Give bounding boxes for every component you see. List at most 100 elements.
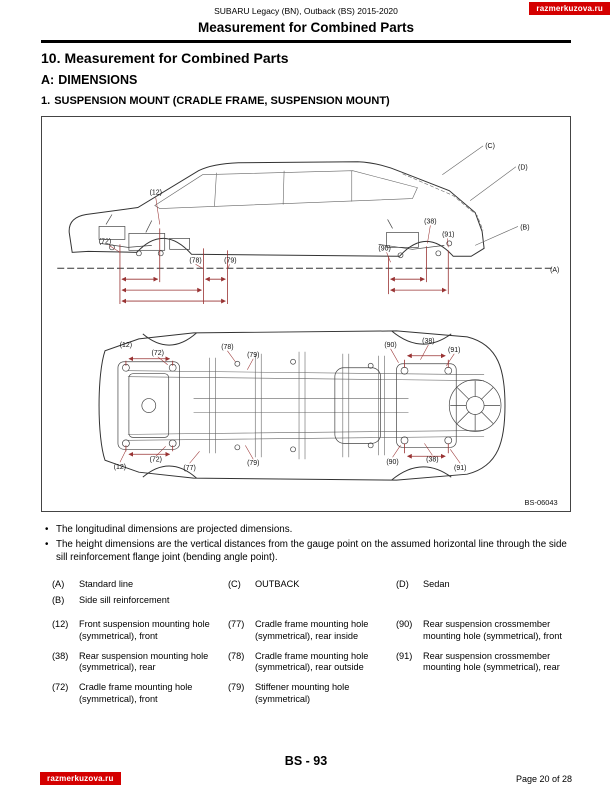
underbody-view-drawing: (12) (72) (78) (79) (90) (38) (91) (12) … (98, 330, 506, 481)
callout-C: (C) (485, 143, 495, 150)
legend-key: (C) (228, 579, 241, 589)
legend-label: Rear suspension crossmember mounting hol… (423, 650, 560, 673)
subsection-letter: A: (41, 73, 55, 87)
spare-tire-well (448, 379, 502, 432)
page-number-info: Page 20 of 28 (515, 774, 572, 784)
legend-label: Rear suspension mounting hole (symmetric… (79, 650, 209, 673)
legend-letters-col-2: (C) OUTBACK (228, 579, 396, 611)
notes-list: • The longitudinal dimensions are projec… (45, 524, 569, 567)
callout-91-top: (91) (448, 347, 460, 354)
callout-91-bottom: (91) (454, 465, 466, 472)
stiffener-holes (234, 358, 374, 453)
wheel-arches (142, 330, 452, 481)
legend-item-D: (D) Sedan (396, 579, 572, 591)
side-view-drawing: (12) (72) (78) (79) (90) (38) (91) (C) (… (57, 143, 559, 305)
watermark-badge-top: razmerkuzova.ru (529, 2, 610, 15)
callout-72-top: (72) (152, 350, 164, 357)
legend-key: (72) (52, 682, 69, 693)
note-item: • The longitudinal dimensions are projec… (45, 524, 569, 537)
legend-item-90: (90) Rear suspension crossmember mountin… (396, 619, 572, 643)
callout-90-top: (90) (384, 342, 396, 349)
figure-reference-code: BS-06043 (525, 498, 558, 507)
legend-label: Stiffener mounting hole (symmetrical) (255, 682, 350, 704)
legend-key: (B) (52, 594, 65, 605)
header-rule (41, 40, 571, 43)
subsection-title: DIMENSIONS (58, 73, 138, 87)
car-body-outline (68, 161, 485, 257)
dimension-arrows (121, 276, 447, 304)
legend-letters-col-1: (A) Standard line (B) Side sill reinforc… (52, 579, 228, 611)
legend-key: (38) (52, 650, 69, 661)
underbody-dimension-arrows (128, 353, 446, 459)
subsection-heading: A:DIMENSIONS (41, 73, 141, 87)
legend-key: (A) (52, 579, 65, 589)
legend-item-72: (72) Cradle frame mounting hole (symmetr… (52, 682, 228, 706)
underbody-dimension-ticks (125, 359, 449, 454)
callout-79-top: (79) (247, 352, 259, 359)
legend-label: Cradle frame mounting hole (symmetrical)… (255, 650, 369, 673)
callout-38-bottom: (38) (426, 456, 438, 463)
vehicle-dimension-diagram: (12) (72) (78) (79) (90) (38) (91) (C) (… (57, 143, 559, 507)
legend-label: Side sill reinforcement (79, 594, 170, 605)
legend-numbers-col-2: (77) Cradle frame mounting hole (symmetr… (228, 619, 396, 714)
callout-A: (A) (550, 267, 559, 274)
legend-numbers: (12) Front suspension mounting hole (sym… (52, 619, 572, 714)
legend-letters-col-3: (D) Sedan (396, 579, 572, 611)
legend-item-91: (91) Rear suspension crossmember mountin… (396, 651, 572, 675)
rear-suspension-detail (378, 219, 453, 259)
legend-label: OUTBACK (255, 579, 300, 589)
bullet: • (45, 538, 49, 550)
callout-90-side: (90) (378, 245, 390, 252)
legend-label: Rear suspension crossmember mounting hol… (423, 619, 562, 641)
callout-72-side: (72) (99, 238, 111, 245)
item-number: 1. (41, 95, 51, 107)
underbody-outline (98, 330, 506, 481)
item-heading: 1.SUSPENSION MOUNT (CRADLE FRAME, SUSPEN… (41, 95, 394, 107)
callout-90-bottom: (90) (386, 459, 398, 466)
section-heading: 10.Measurement for Combined Parts (41, 50, 293, 66)
legend-item-C: (C) OUTBACK (228, 579, 396, 591)
legend-numbers-col-1: (12) Front suspension mounting hole (sym… (52, 619, 228, 714)
legend-item-B: (B) Side sill reinforcement (52, 595, 228, 607)
callout-77-bottom: (77) (183, 465, 195, 472)
legend-key: (78) (228, 650, 245, 661)
item-title: SUSPENSION MOUNT (CRADLE FRAME, SUSPENSI… (54, 95, 390, 107)
callout-91-side: (91) (442, 231, 454, 238)
dimension-extension-lines (119, 228, 449, 305)
callout-12-bottom: (12) (114, 464, 126, 471)
legend-label: Standard line (79, 579, 134, 589)
callout-78-top: (78) (221, 344, 233, 351)
legend-key: (90) (396, 619, 413, 629)
callout-B: (B) (520, 224, 529, 231)
front-cradle-detail (98, 214, 190, 257)
callout-D: (D) (518, 165, 528, 172)
callout-79-side: (79) (224, 257, 236, 264)
measurement-diagram-figure: (12) (72) (78) (79) (90) (38) (91) (C) (… (41, 116, 571, 512)
floor-rails (127, 370, 485, 441)
bullet: • (45, 524, 49, 535)
fuel-tank (334, 367, 381, 444)
legend-key: (91) (396, 650, 413, 661)
legend-key: (12) (52, 619, 69, 629)
note-text: The height dimensions are the vertical d… (56, 538, 567, 563)
legend-item-38: (38) Rear suspension mounting hole (symm… (52, 651, 228, 675)
document-title: SUBARU Legacy (BN), Outback (BS) 2015-20… (214, 6, 398, 16)
sedan-alternate-outline (402, 173, 484, 231)
legend-item-77: (77) Cradle frame mounting hole (symmetr… (228, 619, 396, 643)
callout-72-bottom: (72) (150, 456, 162, 463)
callout-38-top: (38) (422, 338, 434, 345)
front-cradle-frame (117, 361, 180, 450)
legend-label: Cradle frame mounting hole (symmetrical)… (79, 682, 193, 704)
callout-78-side: (78) (189, 257, 201, 264)
callout-79-bottom: (79) (247, 460, 259, 467)
car-glasshouse (154, 170, 418, 209)
running-header-title: Measurement for Combined Parts (197, 20, 415, 35)
watermark-badge-bottom: razmerkuzova.ru (40, 772, 121, 785)
callout-leader-lines (108, 197, 449, 269)
callout-12-side: (12) (150, 190, 162, 197)
legend-label: Cradle frame mounting hole (symmetrical)… (255, 619, 369, 641)
page-code: BS - 93 (284, 754, 328, 768)
legend-item-A: (A) Standard line (52, 579, 228, 591)
note-item: • The height dimensions are the vertical… (45, 539, 569, 565)
legend-item-78: (78) Cradle frame mounting hole (symmetr… (228, 651, 396, 675)
